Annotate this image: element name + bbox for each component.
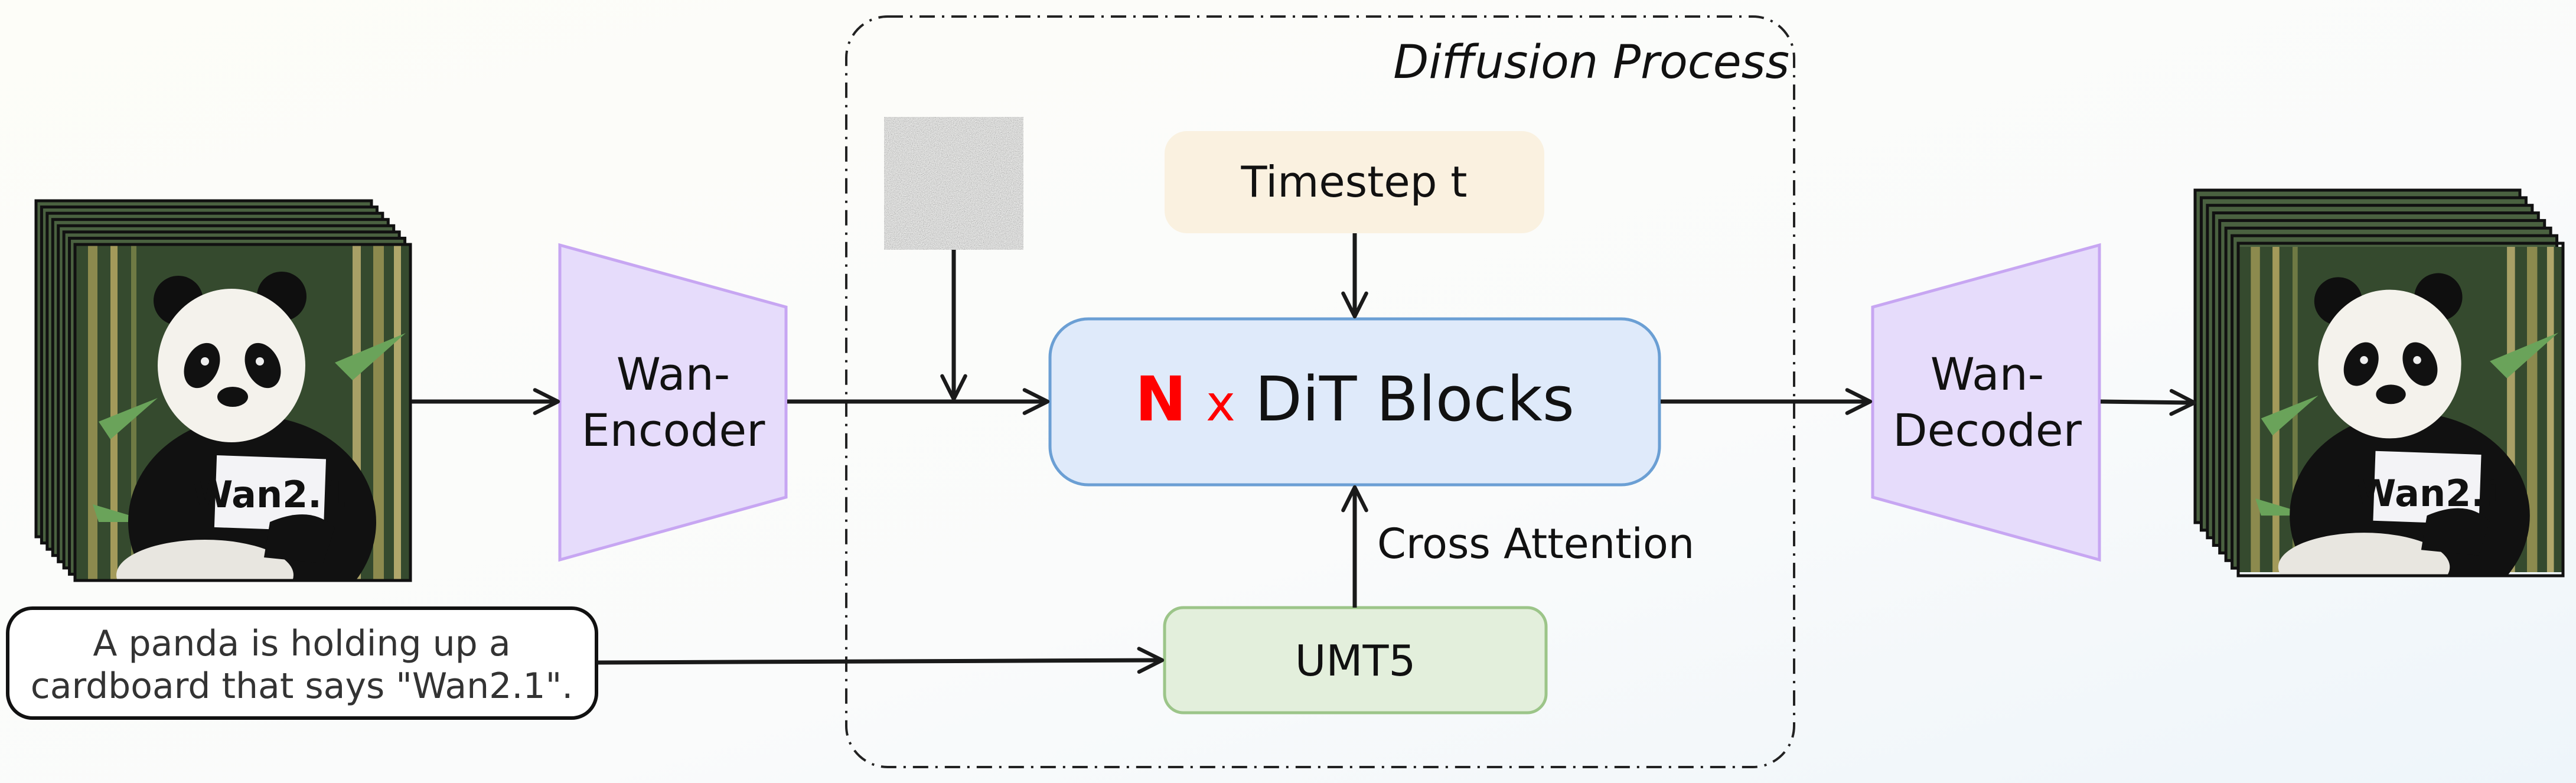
dit-n-label: N <box>1135 363 1186 435</box>
arrow-prompt-to-umt5 <box>597 647 1165 674</box>
wan-decoder-label-2: Decoder <box>1893 404 2082 456</box>
text-prompt-line-2: cardboard that says "Wan2.1". <box>31 665 573 707</box>
output-video-frames: Wan2.1 <box>2193 188 2565 578</box>
text-prompt-line-1: A panda is holding up a <box>93 623 510 664</box>
text-prompt-box <box>6 606 598 720</box>
noise-latent-image <box>884 117 1023 250</box>
wan-decoder-block <box>1871 243 2101 562</box>
umt5-label: UMT5 <box>1295 636 1416 686</box>
panda-frame-image <box>2238 247 2563 576</box>
dit-blocks-label: N x DiT Blocks <box>1135 363 1574 435</box>
cardboard-sign-text: Wan2.1 <box>193 473 347 516</box>
timestep-block <box>1165 131 1544 233</box>
diffusion-process-container <box>845 15 1795 768</box>
cross-attention-label: Cross Attention <box>1377 520 1694 568</box>
cardboard-sign-text: Wan2.1 <box>2356 472 2510 515</box>
dit-x-label: x <box>1206 374 1235 432</box>
arrow-decoder-to-output <box>2100 389 2197 416</box>
wan-decoder-label: Wan- <box>1931 348 2044 400</box>
diffusion-process-label: Diffusion Process <box>1393 36 1789 89</box>
input-video-frames: Wan2.1 <box>34 199 412 582</box>
front-frame-border <box>73 243 412 582</box>
wan-encoder-block <box>558 243 788 562</box>
timestep-label: Timestep t <box>1240 157 1467 207</box>
front-frame-border <box>2236 242 2565 578</box>
dit-blocks <box>1048 317 1661 487</box>
wan-encoder-label: Wan- <box>617 348 730 400</box>
dit-label: DiT Blocks <box>1255 363 1574 435</box>
panda-frame-image <box>75 244 410 580</box>
wan-encoder-label-2: Encoder <box>582 404 765 456</box>
